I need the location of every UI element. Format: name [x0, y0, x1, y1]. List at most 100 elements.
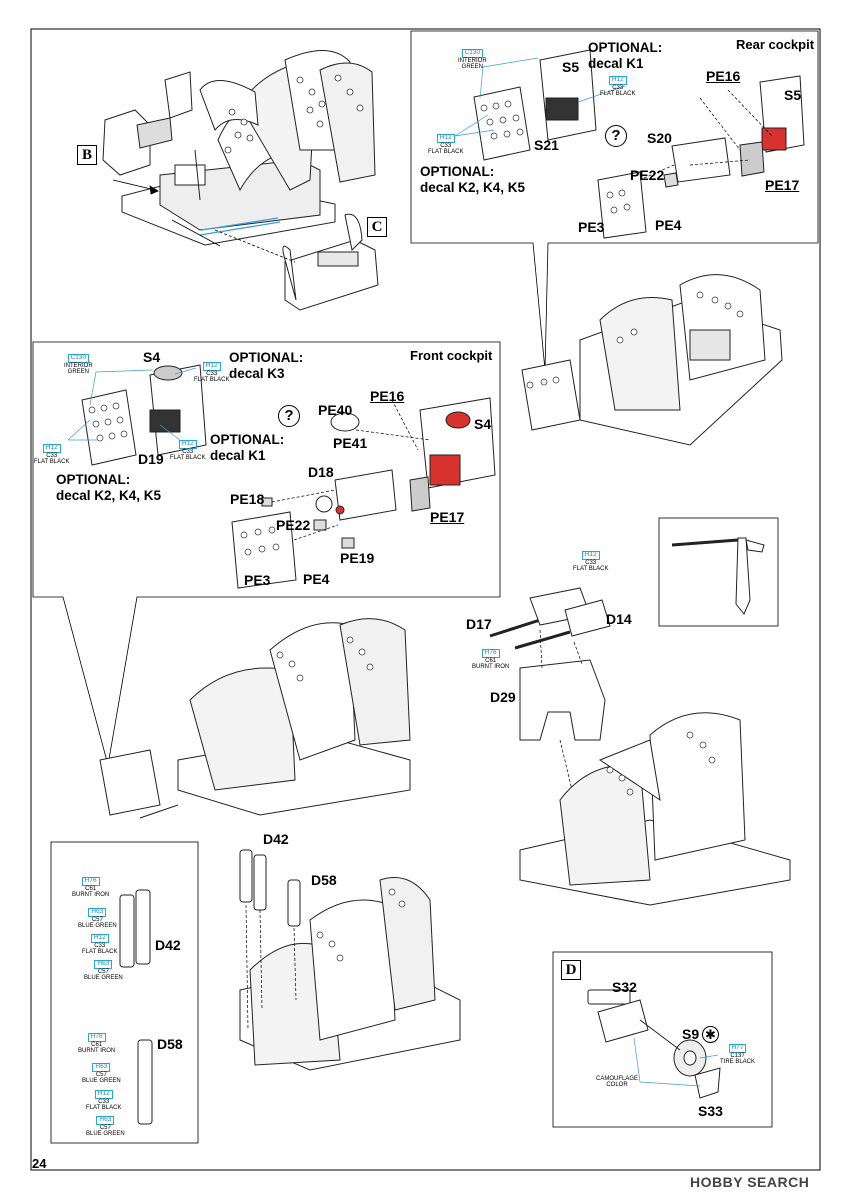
front-label-pe22: PE22	[276, 517, 311, 533]
cockpit-assembly-mid-right	[521, 274, 783, 446]
gun-paint-flat-black: H12 C33 FLAT BLACK	[573, 551, 609, 573]
rear-opt2-line2: decal K2, K4, K5	[420, 179, 526, 195]
step-d-letter: D	[561, 960, 581, 980]
front-paint-flat-black-2: H12 C33 FLAT BLACK	[34, 444, 70, 466]
strut-paint-blue-green: H63 C57 BLUE GREEN	[78, 908, 117, 930]
strut-paint-flat-black-2: H12 C33 FLAT BLACK	[86, 1090, 122, 1112]
rear-optional-k1: OPTIONAL: decal K1	[588, 40, 662, 71]
label-s33: S33	[698, 1103, 723, 1119]
gun-paint-burnt-iron: H76 C61 BURNT IRON	[472, 649, 510, 671]
front-label-pe19: PE19	[340, 550, 375, 566]
stepd-paint-camouflage: CAMOUFLAGE COLOR	[596, 1076, 639, 1089]
front-opt3-line2: decal K2, K4, K5	[56, 487, 162, 503]
rear-cockpit-callout	[410, 30, 819, 371]
strut-paint-blue-green-4: H63 C57 BLUE GREEN	[86, 1116, 125, 1138]
front-cockpit-callout	[32, 341, 501, 766]
front-opt3-line1: OPTIONAL:	[56, 472, 131, 487]
front-label-d19: D19	[138, 451, 164, 467]
rear-opt1-line2: decal K1	[588, 55, 644, 71]
rear-paint-flat-black: H12 C33 FLAT BLACK	[600, 76, 636, 98]
front-question-icon: ?	[278, 405, 300, 427]
rear-opt2-line1: OPTIONAL:	[420, 164, 495, 179]
front-optional-k2: OPTIONAL: decal K2, K4, K5	[56, 472, 161, 503]
front-paint-flat-black: H12 C33 FLAT BLACK	[194, 362, 230, 384]
step-d-callout-lines	[633, 1037, 719, 1087]
front-label-pe16: PE16	[370, 388, 405, 404]
gun-parts	[489, 587, 611, 741]
front-label-d18: D18	[308, 464, 334, 480]
step-b-letter: B	[77, 145, 97, 165]
watermark: HOBBY SEARCH	[690, 1174, 810, 1190]
label-d14: D14	[606, 611, 632, 627]
rear-callout-lines	[454, 57, 626, 137]
label-d58-top: D58	[311, 872, 337, 888]
front-paint-interior-green: C130 INTERIOR GREEN	[64, 354, 93, 376]
part-c-panel	[282, 213, 379, 311]
cockpit-assembly-top	[102, 50, 376, 246]
front-label-pe3: PE3	[244, 572, 271, 588]
gun-detail	[671, 537, 765, 615]
front-panel-holes	[88, 402, 280, 556]
front-label-pe18: PE18	[230, 491, 265, 507]
front-label-pe17: PE17	[430, 509, 465, 525]
front-cockpit-title: Front cockpit	[410, 348, 493, 363]
strut-paint-blue-green-3: H63 C57 BLUE GREEN	[82, 1063, 121, 1085]
strut-paint-flat-black: H12 C33 FLAT BLACK	[82, 934, 118, 956]
page-number: 24	[32, 1156, 47, 1171]
front-label-pe41: PE41	[333, 435, 368, 451]
rear-optional-k2: OPTIONAL: decal K2, K4, K5	[420, 164, 525, 195]
star-icon: ✱	[702, 1026, 719, 1043]
rear-question-icon: ?	[605, 125, 627, 147]
rear-cockpit-parts	[473, 49, 805, 239]
page-frame	[30, 28, 821, 1171]
rear-label-s21: S21	[534, 137, 559, 153]
label-s32: S32	[612, 979, 637, 995]
front-label-pe40: PE40	[318, 402, 353, 418]
front-opt2-line2: decal K1	[210, 447, 266, 463]
blue-strut-lines	[199, 217, 281, 236]
gun-detail-box	[658, 517, 779, 627]
step-d-box	[552, 951, 773, 1128]
rear-label-pe4: PE4	[655, 217, 682, 233]
strut-parts	[119, 849, 301, 1125]
rear-label-pe22: PE22	[630, 167, 665, 183]
step-d-parts	[587, 989, 721, 1099]
front-cockpit-parts	[81, 364, 496, 589]
strut-paint-burnt-iron: H76 C61 BURNT IRON	[72, 877, 110, 899]
strut-paint-burnt-iron-2: H76 C61 BURNT IRON	[78, 1033, 116, 1055]
front-optional-k3: OPTIONAL: decal K3	[229, 350, 303, 381]
cockpit-assembly-bottom	[239, 877, 461, 1071]
front-paint-flat-black-3: H12 C33 FLAT BLACK	[170, 440, 206, 462]
assembly-arrows-top	[112, 179, 296, 263]
rear-paint-flat-black-2: H12 C33 FLAT BLACK	[428, 134, 464, 156]
rear-label-pe16: PE16	[706, 68, 741, 84]
rear-opt1-line1: OPTIONAL:	[588, 40, 663, 55]
rear-dashed-lines	[643, 89, 773, 179]
rear-panel-holes	[480, 100, 631, 214]
front-dashed-lines	[271, 399, 431, 541]
cockpit-assembly-lower-left	[99, 618, 411, 819]
front-label-pe4: PE4	[303, 571, 330, 587]
mid-right-holes	[526, 291, 744, 389]
rear-paint-interior-green: C130 INTERIOR GREEN	[458, 49, 487, 71]
bottom-holes	[316, 888, 406, 962]
cockpit-assembly-lower-right	[519, 712, 791, 906]
bulkhead-holes-top	[224, 74, 364, 154]
gun-dashed-lines	[539, 629, 583, 791]
front-opt1-line2: decal K3	[229, 365, 285, 381]
label-d42-top: D42	[263, 831, 289, 847]
front-label-s4: S4	[143, 349, 161, 365]
label-s9: S9	[682, 1026, 700, 1042]
rear-label-s5: S5	[562, 59, 580, 75]
label-d17: D17	[466, 616, 492, 632]
front-callout-lines	[67, 367, 197, 441]
stepd-paint-tire-black: H77 C137 TIRE BLACK	[720, 1044, 756, 1066]
lower-left-holes	[276, 636, 374, 682]
front-opt1-line1: OPTIONAL:	[229, 350, 304, 365]
front-optional-k1: OPTIONAL: decal K1	[210, 432, 284, 463]
rear-label-s5-right: S5	[784, 87, 802, 103]
lower-right-holes	[606, 731, 716, 796]
label-d42-box: D42	[155, 937, 181, 953]
rear-label-pe3: PE3	[578, 219, 605, 235]
